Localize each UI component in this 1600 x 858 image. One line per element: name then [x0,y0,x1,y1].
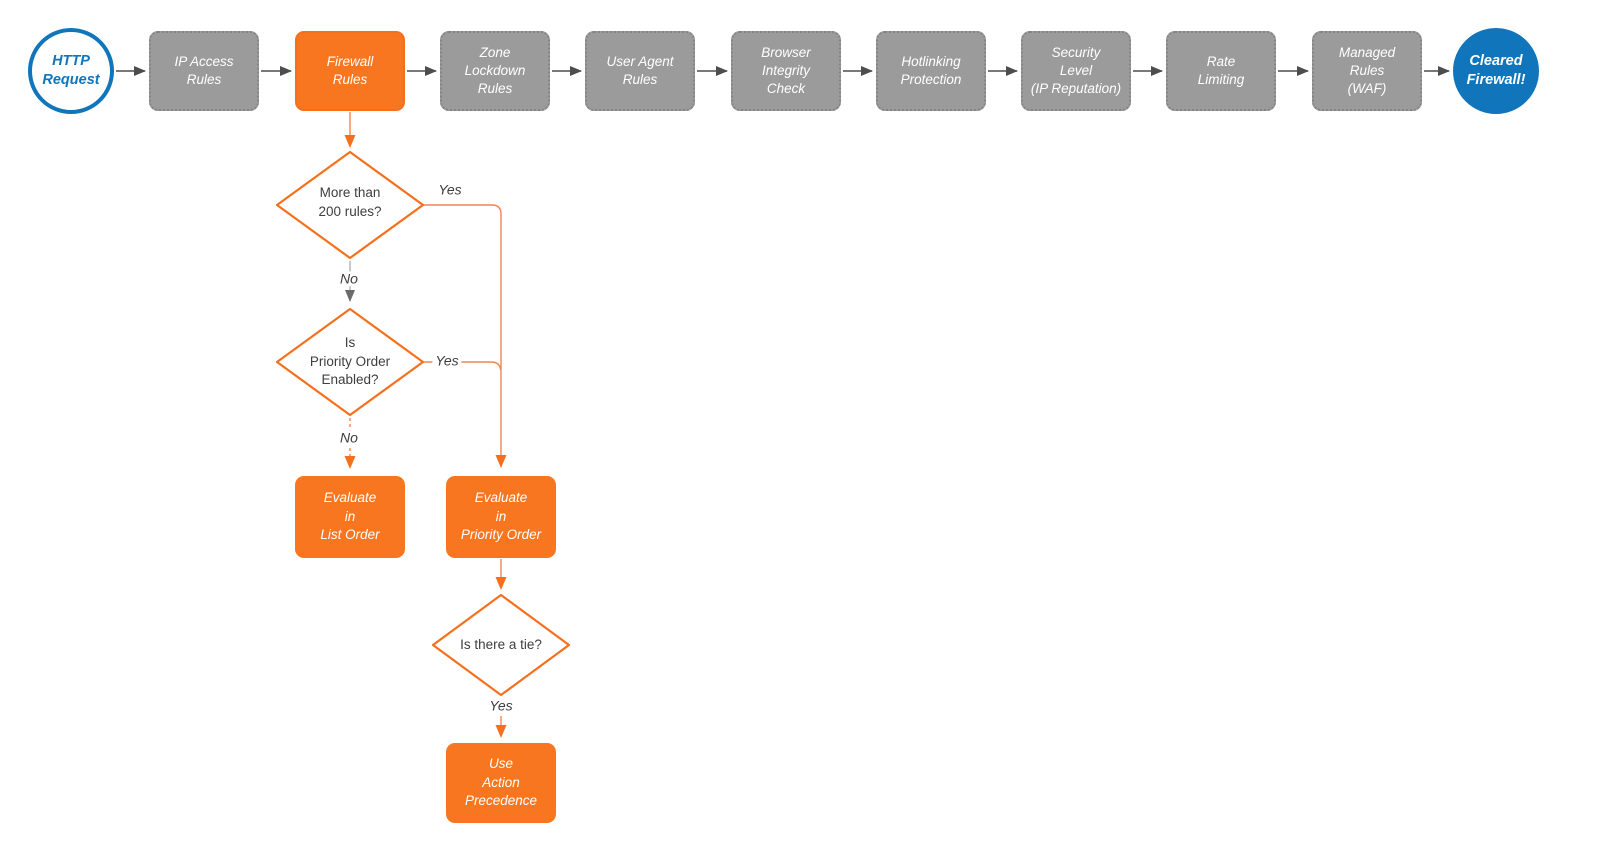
step-label: Security Level (IP Reputation) [1030,44,1122,97]
node-evaluate-in-priority-order: Evaluate in Priority Order [446,476,556,558]
node-ip-access-rules: IP Access Rules [149,31,259,111]
decision-diamond-shapes [275,150,571,697]
cleared-firewall-label: Cleared Firewall! [1466,53,1526,88]
step-label: User Agent Rules [606,53,674,87]
edge-label-yes-priority-enabled: Yes [432,352,462,369]
branch-connectors [344,112,507,738]
decision-more-than-200-rules: More than 200 rules? [277,170,423,236]
action-label: Use Action Precedence [464,755,538,809]
step-label: Firewall Rules [326,53,374,87]
step-label: Zone Lockdown Rules [464,44,526,97]
node-user-agent-rules: User Agent Rules [585,31,695,111]
edge-label-yes-tie: Yes [486,697,516,714]
decision-diamond-priority-enabled-shape [275,307,425,417]
node-rate-limiting: Rate Limiting [1166,31,1276,111]
decision-label: More than 200 rules? [318,185,382,219]
node-http-request: HTTP Request [28,28,114,114]
node-cleared-firewall: Cleared Firewall! [1453,28,1539,114]
edge-label-no-priority-enabled: No [337,429,361,446]
node-security-level-ip-reputation: Security Level (IP Reputation) [1021,31,1131,111]
decision-label: Is there a tie? [460,636,542,652]
edge-label-yes-rules-count: Yes [435,181,465,198]
decision-diamond-tie-shape [431,593,571,697]
decision-priority-order-enabled: Is Priority Order Enabled? [277,327,423,397]
step-label: IP Access Rules [174,53,234,87]
node-use-action-precedence: Use Action Precedence [446,743,556,823]
decision-label: Is Priority Order Enabled? [309,335,391,388]
step-label: Managed Rules (WAF) [1338,44,1396,97]
step-label: Browser Integrity Check [761,44,811,97]
node-zone-lockdown-rules: Zone Lockdown Rules [440,31,550,111]
action-label: Evaluate in Priority Order [460,489,542,543]
edge-label-no-rules-count: No [337,270,361,287]
http-request-label: HTTP Request [42,53,100,88]
node-browser-integrity-check: Browser Integrity Check [731,31,841,111]
node-managed-rules-waf: Managed Rules (WAF) [1312,31,1422,111]
step-label: Rate Limiting [1197,53,1245,87]
decision-is-there-a-tie: Is there a tie? [433,630,569,660]
decision-diamond-rules-count-shape [275,150,425,260]
node-evaluate-in-list-order: Evaluate in List Order [295,476,405,558]
action-label: Evaluate in List Order [320,489,380,543]
node-hotlinking-protection: Hotlinking Protection [876,31,986,111]
step-label: Hotlinking Protection [900,53,962,87]
node-firewall-rules: Firewall Rules [295,31,405,111]
